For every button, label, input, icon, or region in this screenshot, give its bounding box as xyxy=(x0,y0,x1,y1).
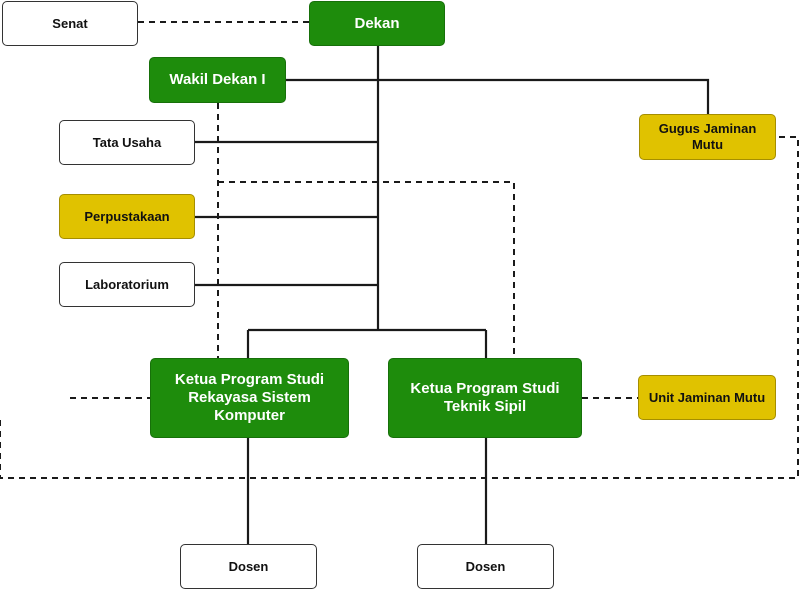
unit-jaminan-mutu-label: Unit Jaminan Mutu xyxy=(648,389,766,405)
dosen-ts-label: Dosen xyxy=(465,558,506,574)
dosen-rsk-box: Dosen xyxy=(180,544,317,589)
dekan-label: Dekan xyxy=(354,14,400,32)
dashed-coordination-box xyxy=(218,181,515,358)
gugus-jaminan-mutu-label: Gugus Jaminan Mutu xyxy=(658,121,757,152)
wakil-dekan-label: Wakil Dekan I xyxy=(169,71,266,88)
perpustakaan-box: Perpustakaan xyxy=(59,194,195,239)
senat-box: Senat xyxy=(2,1,138,46)
kaprodi-rsk-box: Ketua Program Studi Rekayasa Sistem Komp… xyxy=(150,358,349,438)
unit-jaminan-mutu-box: Unit Jaminan Mutu xyxy=(638,375,776,420)
wakil-dekan-box: Wakil Dekan I xyxy=(149,57,286,103)
dosen-rsk-label: Dosen xyxy=(228,558,269,574)
line-wakil-gugus xyxy=(286,78,710,114)
laboratorium-label: Laboratorium xyxy=(85,276,169,292)
kaprodi-rsk-label: Ketua Program Studi Rekayasa Sistem Komp… xyxy=(174,371,325,424)
perpustakaan-label: Perpustakaan xyxy=(84,208,170,224)
gugus-jaminan-mutu-box: Gugus Jaminan Mutu xyxy=(639,114,776,160)
senat-label: Senat xyxy=(52,15,88,31)
laboratorium-box: Laboratorium xyxy=(59,262,195,307)
dosen-ts-box: Dosen xyxy=(417,544,554,589)
dashed-bottom-loop xyxy=(0,136,799,479)
kaprodi-ts-box: Ketua Program Studi Teknik Sipil xyxy=(388,358,582,438)
kaprodi-ts-label: Ketua Program Studi Teknik Sipil xyxy=(410,380,560,415)
dekan-box: Dekan xyxy=(309,1,445,46)
tata-usaha-box: Tata Usaha xyxy=(59,120,195,165)
tata-usaha-label: Tata Usaha xyxy=(92,134,162,150)
